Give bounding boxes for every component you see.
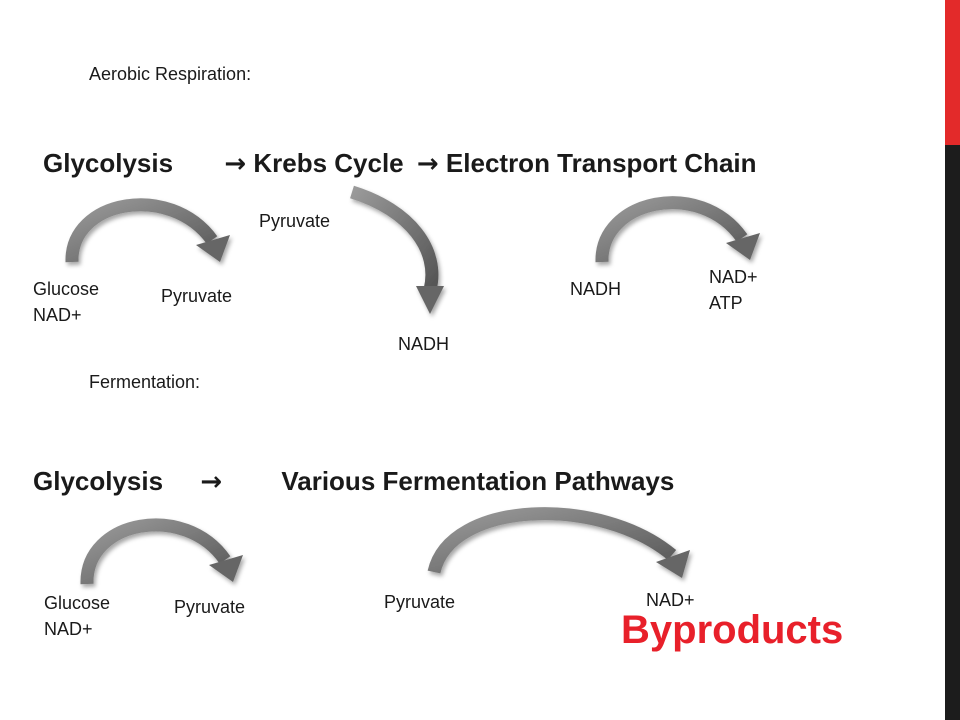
stage-glycolysis: Glycolysis [43, 148, 174, 178]
right-arrow-icon: → [224, 149, 247, 179]
curved-arrow-glycolysis-aerobic [65, 198, 230, 263]
stage-glycolysis: Glycolysis [33, 466, 164, 496]
stage-various-fermentation-pathways: Various Fermentation Pathways [281, 466, 675, 496]
right-arrow-icon: → [416, 149, 439, 179]
label-pyruvate-pathway-input: Pyruvate [384, 592, 456, 612]
right-arrow-icon: → [200, 467, 223, 497]
fermentation-glycolysis-inputs: Glucose NAD+ [44, 590, 110, 642]
curved-arrow-krebs [350, 185, 444, 314]
label-nad-plus: NAD+ [44, 619, 93, 639]
curved-arrow-etc [595, 196, 760, 263]
label-atp: ATP [709, 293, 743, 313]
label-nad-plus: NAD+ [33, 305, 82, 325]
sidebar-red-accent [945, 0, 960, 145]
label-pyruvate-output: Pyruvate [174, 597, 246, 617]
stage-krebs-cycle: Krebs Cycle [253, 148, 404, 178]
aerobic-section-label: Aerobic Respiration: [89, 64, 252, 84]
fermentation-section-label: Fermentation: [89, 372, 201, 392]
fermentation-pathway-heading: Glycolysis → Various Fermentation Pathwa… [33, 466, 674, 497]
stage-electron-transport-chain: Electron Transport Chain [445, 148, 757, 178]
label-nad-plus-pathway-output: NAD+ [646, 590, 695, 610]
label-nadh-etc-input: NADH [570, 279, 622, 299]
aerobic-glycolysis-inputs: Glucose NAD+ [33, 276, 99, 328]
label-glucose: Glucose [33, 279, 100, 299]
label-pyruvate-krebs-input: Pyruvate [259, 211, 331, 231]
aerobic-pathway-heading: Glycolysis → Krebs Cycle → Electron Tran… [43, 148, 757, 179]
byproducts-label: Byproducts [621, 608, 844, 652]
curved-arrow-fermentation-pathway [427, 507, 690, 578]
curved-arrow-glycolysis-fermentation [80, 518, 243, 585]
right-sidebar-bar [945, 0, 960, 720]
label-glucose: Glucose [44, 593, 111, 613]
label-pyruvate-output: Pyruvate [161, 286, 233, 306]
label-nad-plus-etc: NAD+ [709, 267, 758, 287]
aerobic-etc-outputs: NAD+ ATP [709, 264, 758, 316]
label-nadh-krebs-output: NADH [398, 334, 450, 354]
